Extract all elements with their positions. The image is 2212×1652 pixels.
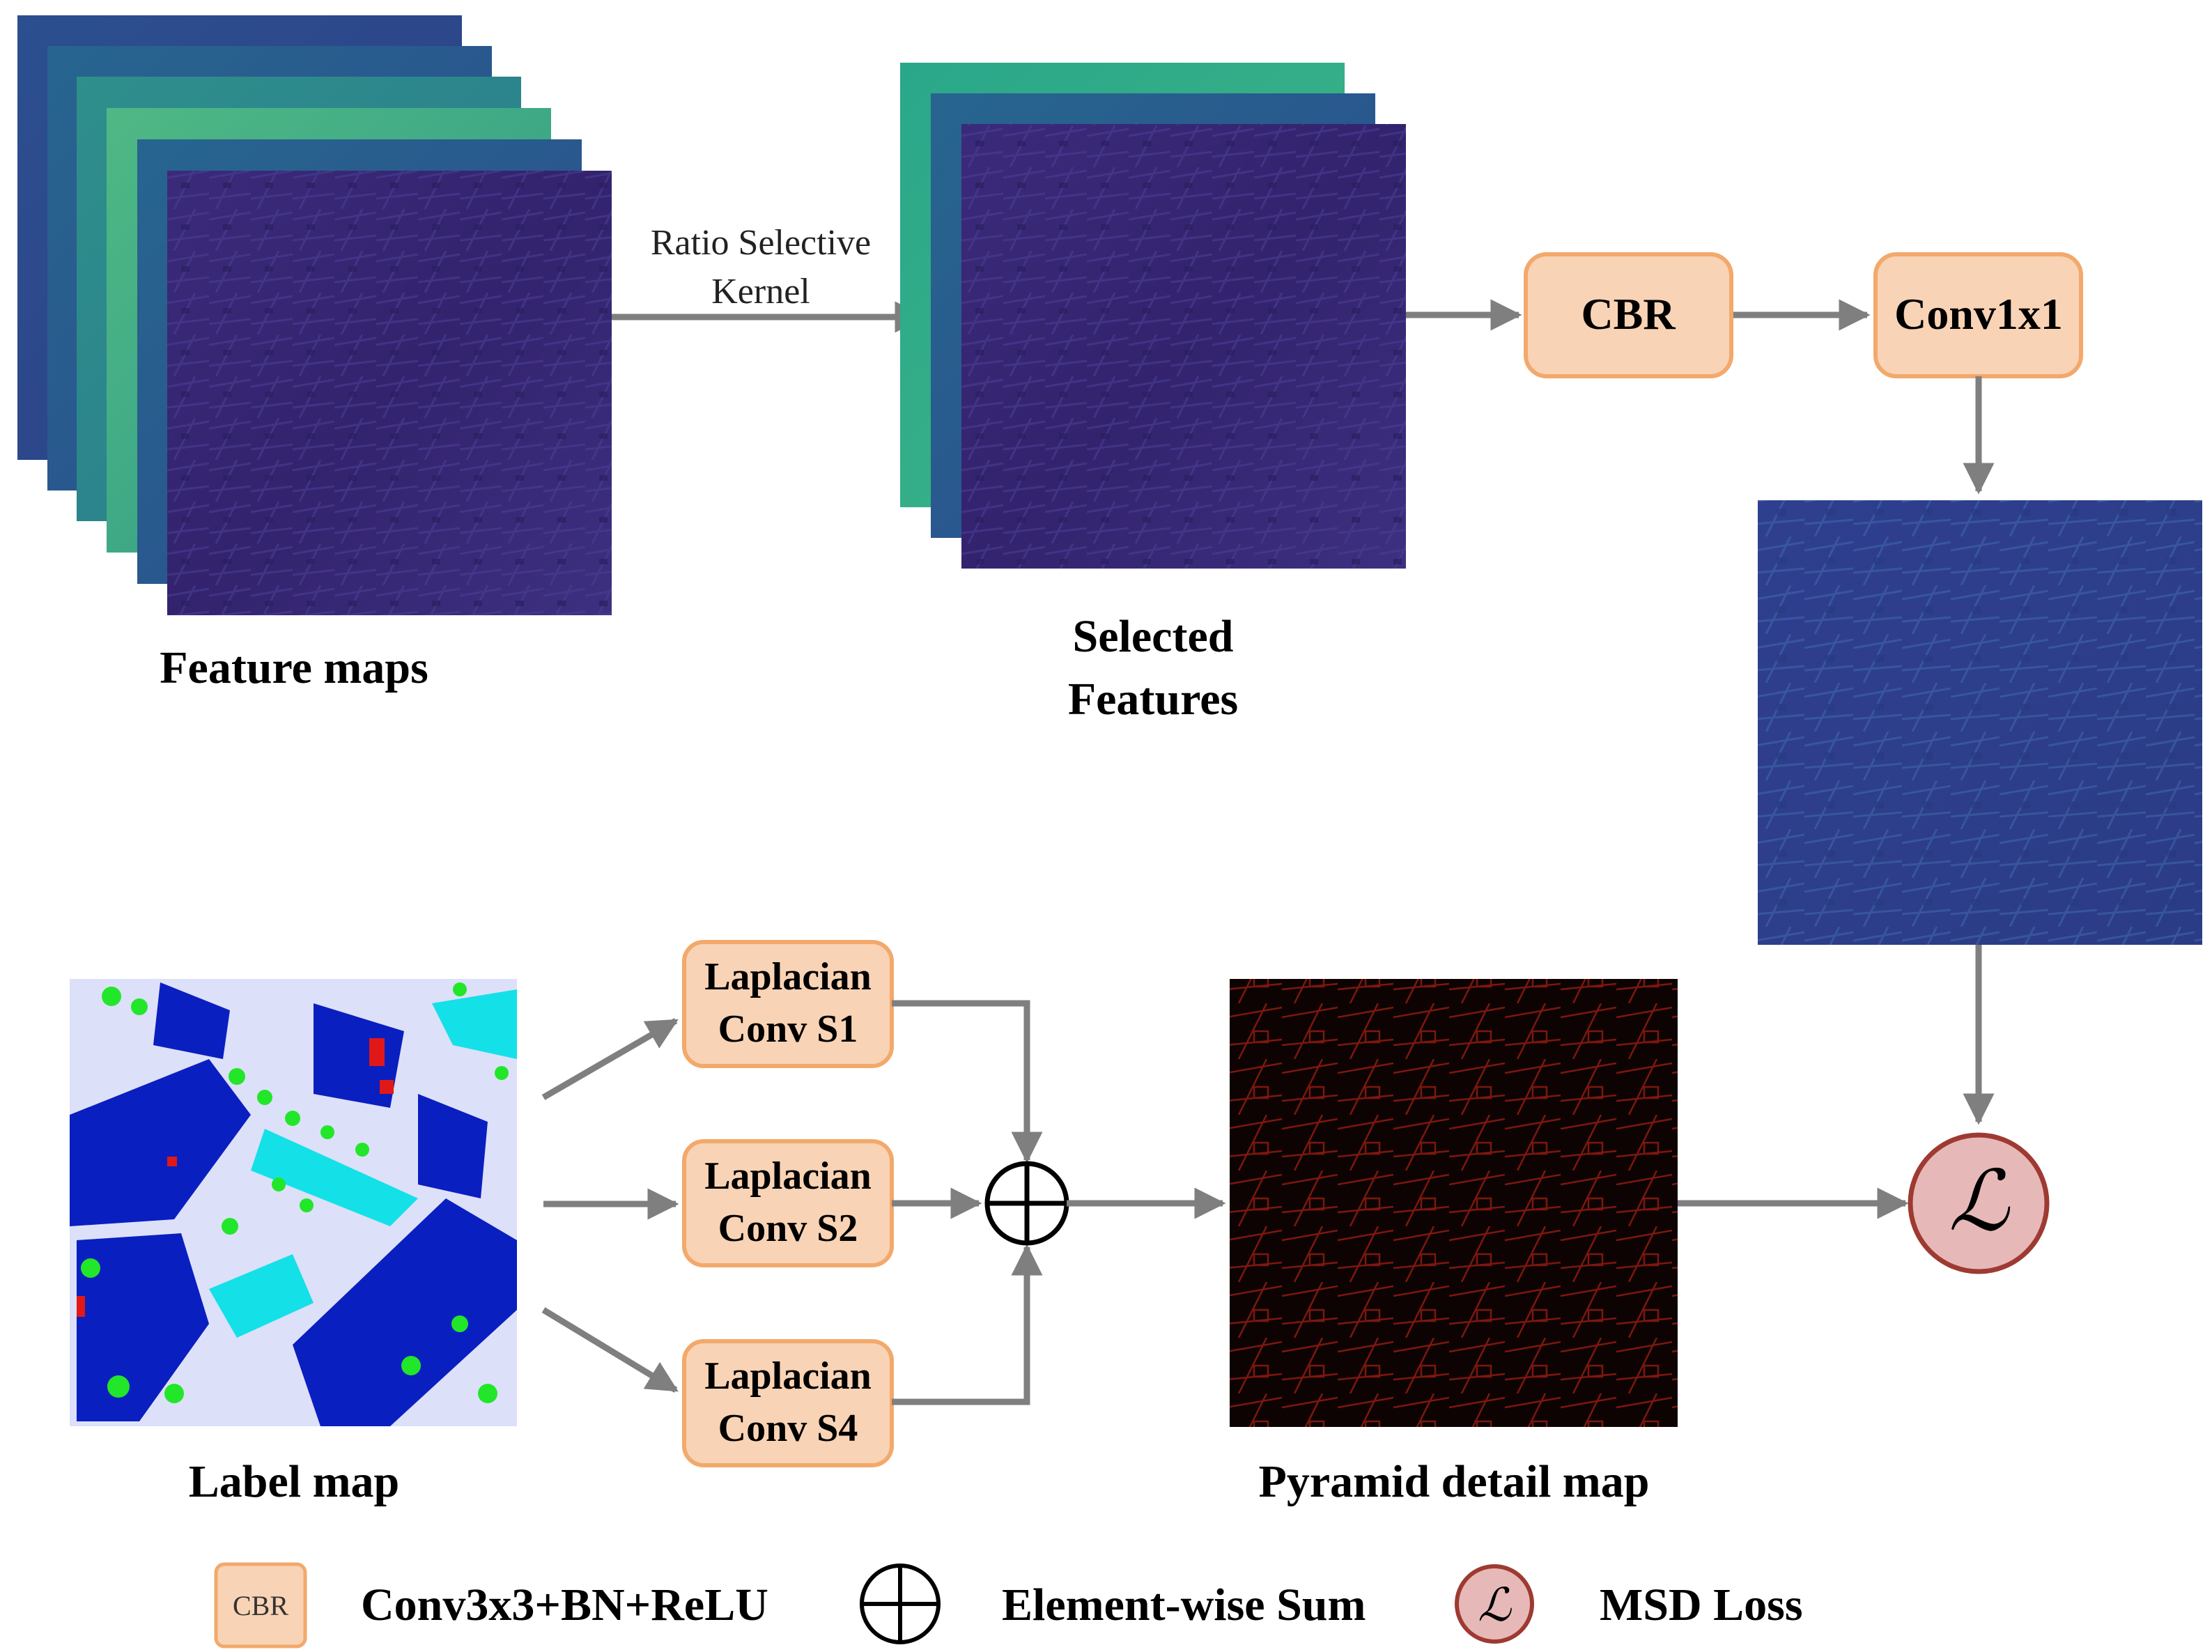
pyramid-detail-map-label: Pyramid detail map xyxy=(1259,1456,1650,1507)
conv1x1-label: Conv1x1 xyxy=(1894,289,2063,339)
arrow-s4-to-sum xyxy=(892,1244,1043,1405)
laplacian-conv-s2-block: Laplacian Conv S2 xyxy=(682,1139,894,1267)
msd-loss-node: ℒ xyxy=(1908,1132,2050,1274)
legend-loss-desc: MSD Loss xyxy=(1600,1580,1803,1630)
lap-s2-line1: Laplacian xyxy=(704,1155,872,1198)
legend-cbr-swatch xyxy=(214,1562,307,1649)
arrow-label-line1: Ratio Selective xyxy=(651,223,871,263)
legend-loss-symbol: ℒ xyxy=(1478,1578,1512,1632)
legend-cbr-box-text: CBR xyxy=(233,1590,288,1621)
lap-s4-line1: Laplacian xyxy=(704,1354,872,1398)
selected-features-label-line2: Features xyxy=(1068,674,1238,725)
lap-s1-line1: Laplacian xyxy=(704,955,872,998)
laplacian-conv-s1-block: Laplacian Conv S1 xyxy=(682,940,894,1068)
legend-loss-icon: ℒ xyxy=(1455,1564,1534,1644)
cbr-label: CBR xyxy=(1581,289,1676,339)
laplacian-conv-s4-block: Laplacian Conv S4 xyxy=(682,1339,894,1467)
arrow-label-line2: Kernel xyxy=(711,272,810,311)
legend-sum-icon xyxy=(860,1564,941,1644)
legend: CBR Conv3x3+BN+ReLU Element-wise Sum ℒ M… xyxy=(214,1562,1803,1649)
lap-s1-line2: Conv S1 xyxy=(718,1008,858,1051)
cbr-block: CBR xyxy=(1524,252,1733,378)
feature-maps-stack xyxy=(17,15,612,615)
loss-symbol: ℒ xyxy=(1949,1153,2011,1250)
lap-s2-line2: Conv S2 xyxy=(718,1207,858,1250)
conv1x1-block: Conv1x1 xyxy=(1873,252,2083,378)
selected-features-label-line1: Selected xyxy=(1073,611,1234,662)
arrow-s1-to-sum xyxy=(892,1000,1043,1164)
element-wise-sum-node xyxy=(984,1161,1069,1246)
output-feature-map xyxy=(1758,500,2202,945)
lap-s4-line2: Conv S4 xyxy=(718,1407,858,1450)
legend-cbr-desc: Conv3x3+BN+ReLU xyxy=(361,1580,768,1630)
arrow-to-lap-s4 xyxy=(541,1307,679,1393)
label-map-label: Label map xyxy=(189,1456,400,1507)
feature-maps-label: Feature maps xyxy=(160,642,428,693)
pyramid-detail-map-image xyxy=(1230,979,1678,1427)
selected-features-stack xyxy=(900,63,1406,569)
legend-sum-desc: Element-wise Sum xyxy=(1002,1580,1366,1630)
arrow-to-lap-s1 xyxy=(541,1018,679,1100)
label-map-image xyxy=(70,979,517,1426)
